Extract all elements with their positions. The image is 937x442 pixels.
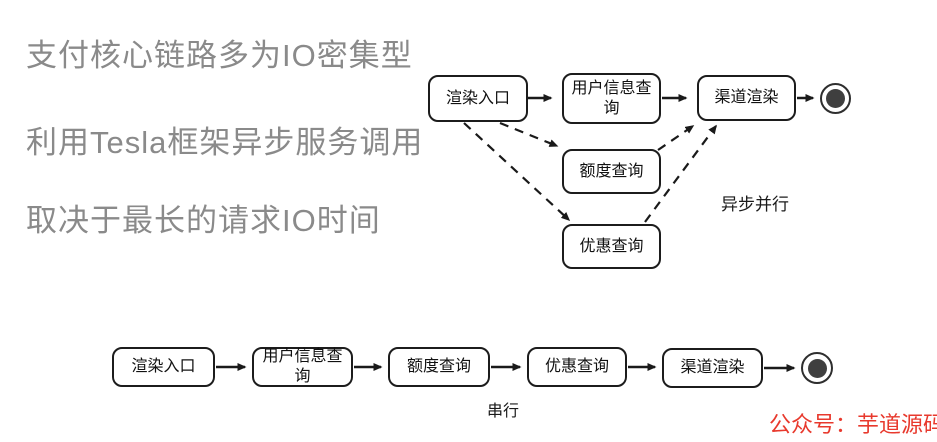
serial-node-discount-query: 优惠查询 — [527, 347, 627, 387]
async-node-user-info-query: 用户信息查询 — [562, 73, 661, 124]
headline-line-2: 利用Tesla框架异步服务调用 — [26, 125, 424, 160]
watermark-text: 公众号：芋道源码 — [769, 412, 937, 437]
async-node-render-entry: 渲染入口 — [428, 75, 528, 122]
serial-node-quota-query: 额度查询 — [388, 347, 490, 387]
async-node-channel-render: 渠道渲染 — [697, 75, 796, 121]
headline-line-1: 支付核心链路多为IO密集型 — [26, 38, 413, 73]
serial-final-state-icon — [801, 352, 833, 384]
async-node-discount-query: 优惠查询 — [562, 224, 661, 269]
async-node-quota-query: 额度查询 — [562, 149, 661, 194]
serial-node-render-entry: 渲染入口 — [112, 347, 215, 387]
final-state-dot — [807, 358, 827, 378]
async-final-state-icon — [820, 83, 851, 114]
serial-diagram-caption: 串行 — [487, 403, 520, 420]
serial-node-user-info-query: 用户信息查询 — [252, 347, 353, 387]
async-diagram-caption: 异步并行 — [721, 195, 789, 214]
final-state-dot — [826, 89, 845, 108]
headline-line-3: 取决于最长的请求IO时间 — [26, 203, 381, 238]
serial-node-channel-render: 渠道渲染 — [662, 348, 763, 388]
